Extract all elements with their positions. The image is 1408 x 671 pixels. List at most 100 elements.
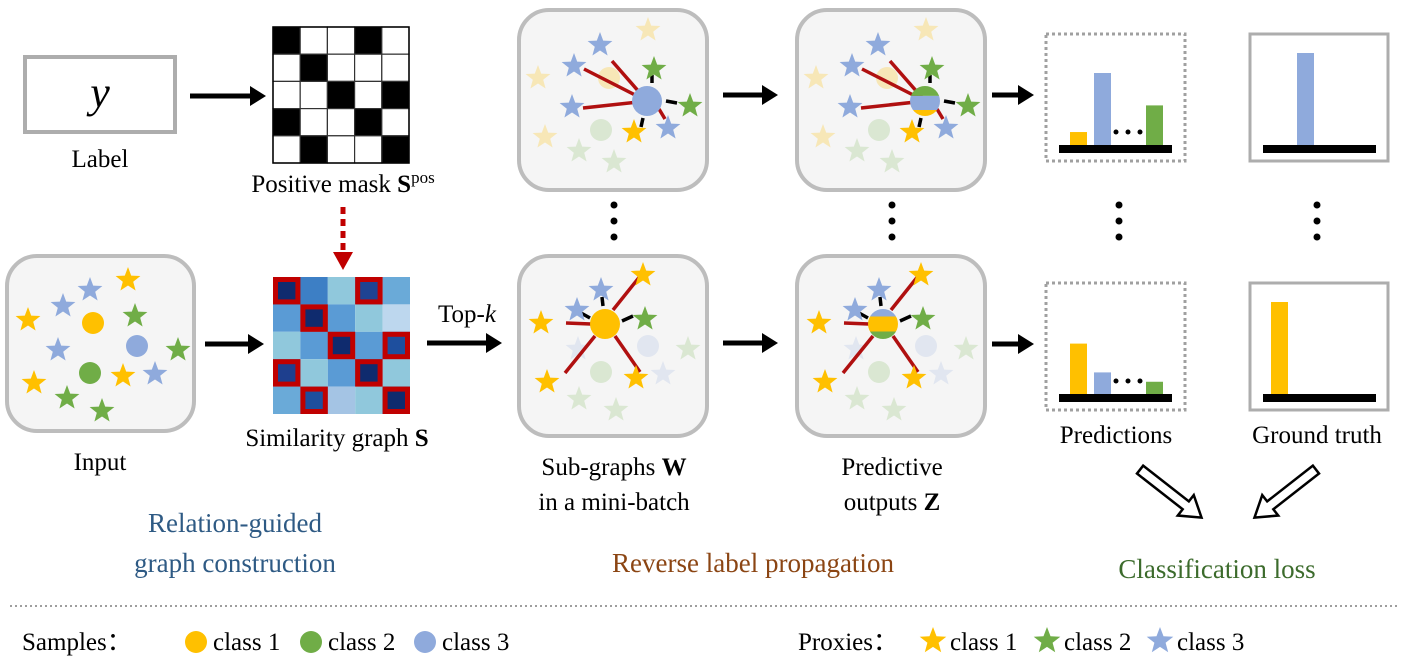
graph-panel — [517, 8, 709, 192]
proxy-star-icon — [910, 306, 936, 330]
legend-sample-class1-icon — [185, 631, 207, 653]
predictions-chart-bottom — [1044, 281, 1187, 412]
positive-highlight — [300, 386, 328, 415]
subgraphs-caption-line2: in a mini-batch — [538, 489, 690, 516]
legend-proxy-class2-label: class 2 — [1064, 629, 1131, 656]
ellipsis-dot — [1137, 129, 1143, 135]
mask-cell — [381, 53, 410, 83]
mask-cell — [299, 26, 329, 55]
hollow-arrow-predictions — [1135, 463, 1204, 520]
ground-truth-caption: Ground truth — [1252, 422, 1382, 449]
proxy-star-icon — [630, 262, 656, 286]
mix-band — [910, 95, 940, 110]
mask-cell — [299, 135, 329, 164]
section-relation-line1: Relation-guided — [148, 508, 322, 538]
center-mixed-prediction-icon — [868, 309, 898, 339]
red-edge — [611, 273, 643, 312]
mask-cell — [272, 80, 301, 110]
axis-baseline — [1059, 145, 1172, 153]
mask-cell — [354, 26, 383, 55]
predictions-caption: Predictions — [1060, 422, 1173, 449]
mask-cell — [299, 80, 329, 110]
label-caption: Label — [72, 146, 129, 173]
proxy-star-icon — [559, 94, 585, 118]
legend-proxy-class2-icon — [1033, 627, 1061, 653]
sample-circle-icon — [868, 119, 890, 141]
proxy-star-icon — [866, 277, 892, 301]
ground-truth-frame — [1248, 32, 1390, 163]
ellipsis-dot — [1113, 378, 1119, 384]
proxy-star-icon — [844, 138, 870, 162]
center-sample-icon — [590, 309, 620, 339]
proxy-star-icon — [89, 398, 115, 422]
proxy-star-icon — [933, 115, 959, 139]
sample-circle-icon — [637, 335, 659, 357]
arrow-label-to-mask — [190, 86, 266, 106]
input-caption: Input — [74, 449, 127, 476]
proxy-star-icon — [908, 262, 934, 286]
sample-circle-icon — [82, 312, 104, 334]
red-edge — [935, 108, 945, 120]
similarity-caption: Similarity graph S — [245, 425, 428, 452]
proxy-star-icon — [919, 56, 945, 80]
ground-truth-frame — [1248, 281, 1390, 412]
similarity-cell — [300, 277, 328, 305]
mask-cell — [272, 107, 301, 137]
proxy-star-icon — [842, 297, 868, 321]
black-edge — [621, 314, 634, 323]
proxy-star-icon — [901, 365, 927, 389]
proxy-star-icon — [528, 310, 554, 334]
proxy-star-icon — [77, 277, 103, 301]
mask-cell — [299, 53, 329, 83]
mask-cell — [326, 135, 356, 164]
section-relation-line2: graph construction — [134, 548, 336, 578]
red-edge — [563, 334, 597, 375]
mask-cell — [326, 107, 356, 137]
sample-circle-icon — [590, 361, 612, 383]
mix-band — [910, 86, 940, 96]
proxy-star-icon — [839, 53, 865, 77]
legend-samples-label: Samples： — [22, 629, 132, 656]
proxy-star-icon — [565, 336, 591, 360]
subgraph-panel-top — [517, 8, 709, 192]
arrow-predictive-to-predictions-bottom — [992, 334, 1034, 354]
mask-cell — [354, 135, 383, 164]
proxy-star-icon — [564, 297, 590, 321]
mask-cell — [381, 135, 410, 164]
graph-panel — [795, 8, 987, 192]
sample-circle-icon — [868, 361, 890, 383]
vertical-ellipsis-predictive — [888, 201, 896, 241]
black-edge — [917, 117, 923, 128]
positive-mask-caption: Positive mask Spos — [251, 168, 434, 198]
black-edge — [639, 117, 645, 128]
proxy-star-icon — [21, 370, 47, 394]
arrow-subgraph-to-predictive-top — [723, 85, 778, 105]
legend-sample-class3-icon — [414, 631, 436, 653]
proxy-star-icon — [122, 303, 148, 327]
red-edge — [843, 321, 870, 326]
black-edge — [600, 296, 605, 307]
positive-highlight — [355, 359, 383, 387]
mix-band — [868, 316, 898, 332]
proxy-star-icon — [532, 124, 558, 148]
similarity-cell — [382, 277, 410, 305]
ellipsis-dot — [1113, 129, 1119, 135]
proxy-star-icon — [588, 277, 614, 301]
legend-proxy-class1-label: class 1 — [950, 629, 1017, 656]
mask-cell — [354, 80, 383, 110]
proxy-star-icon — [650, 361, 676, 385]
predictions-frame — [1044, 281, 1187, 412]
similarity-cell — [355, 331, 383, 360]
proxy-star-icon — [899, 119, 925, 143]
similarity-cell — [273, 304, 301, 332]
proxy-star-icon — [837, 94, 863, 118]
proxy-star-icon — [928, 361, 954, 385]
black-edge — [878, 296, 883, 307]
positive-highlight — [382, 386, 411, 415]
proxy-star-icon — [677, 93, 703, 117]
prediction-bar — [1094, 372, 1111, 394]
mask-cell — [272, 53, 301, 83]
proxy-star-icon — [525, 65, 551, 89]
legend-proxy-class3-label: class 3 — [1177, 629, 1244, 656]
